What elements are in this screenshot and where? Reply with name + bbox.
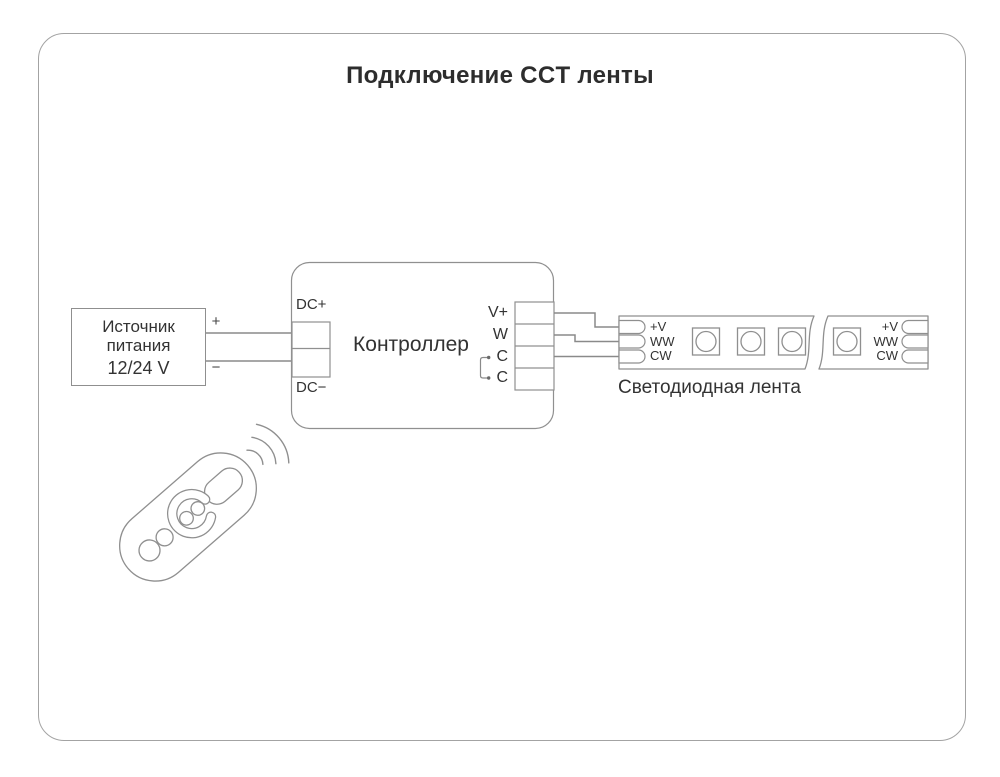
strip-pads-left (618, 319, 646, 364)
strip-pad-label-vplus-right: +V (881, 319, 898, 334)
strip-pad-label-cw-left: CW (650, 348, 672, 363)
pad-cw-right (901, 349, 929, 364)
strip-pad-label-vplus-left: +V (650, 319, 667, 334)
cc-jumper-bracket (479, 355, 491, 380)
strip-pad-label-cw-right: CW (876, 348, 898, 363)
strip-pad-label-ww-left: WW (650, 333, 675, 349)
led-chips (691, 327, 862, 356)
power-supply-voltage: 12/24 V (107, 357, 170, 378)
pad-cw-left (618, 349, 646, 364)
pad-vplus-left (618, 319, 646, 335)
strip-pad-label-ww-right: WW (873, 333, 898, 349)
led-chip (691, 327, 721, 356)
terminal-label-c1: C (496, 348, 508, 365)
controller-output-terminal-block (514, 301, 555, 391)
wire-vplus (554, 312, 619, 328)
dc-minus-label: DC− (296, 379, 327, 396)
remote-touch-ring (167, 488, 217, 539)
pad-ww-left (618, 334, 646, 349)
wireless-signal-icon (246, 423, 290, 466)
led-strip-label: Светодиодная лента (618, 377, 801, 398)
terminal-label-vplus: V+ (487, 304, 508, 321)
diagram-frame (38, 33, 966, 741)
rf-remote-icon (119, 452, 257, 582)
led-chip (777, 327, 807, 356)
remote-ring-dot-bottom (179, 510, 194, 526)
controller-input-terminal-block (291, 321, 331, 378)
wire-ww (554, 334, 619, 343)
remote-ring-dot-top (190, 501, 206, 516)
strip-pads-right (901, 319, 929, 364)
dc-plus-label: DC+ (296, 296, 327, 313)
remote-button-small (155, 528, 174, 547)
led-chip (832, 327, 862, 356)
remote-button-large (138, 539, 161, 562)
polarity-plus-label: + (211, 313, 221, 330)
controller-label: Контроллер (353, 333, 469, 356)
power-supply-label-line2: питания (106, 335, 171, 355)
polarity-minus-label: − (211, 359, 221, 376)
terminal-label-c2: C (496, 369, 508, 386)
pad-ww-right (901, 334, 929, 349)
power-supply-box: Источник питания 12/24 V (71, 308, 206, 386)
terminal-label-w: W (492, 326, 508, 343)
power-supply-label-line1: Источник (102, 316, 175, 336)
page-title: Подключение CCT ленты (346, 62, 654, 89)
pad-vplus-right (901, 319, 929, 335)
led-chip (736, 327, 766, 356)
